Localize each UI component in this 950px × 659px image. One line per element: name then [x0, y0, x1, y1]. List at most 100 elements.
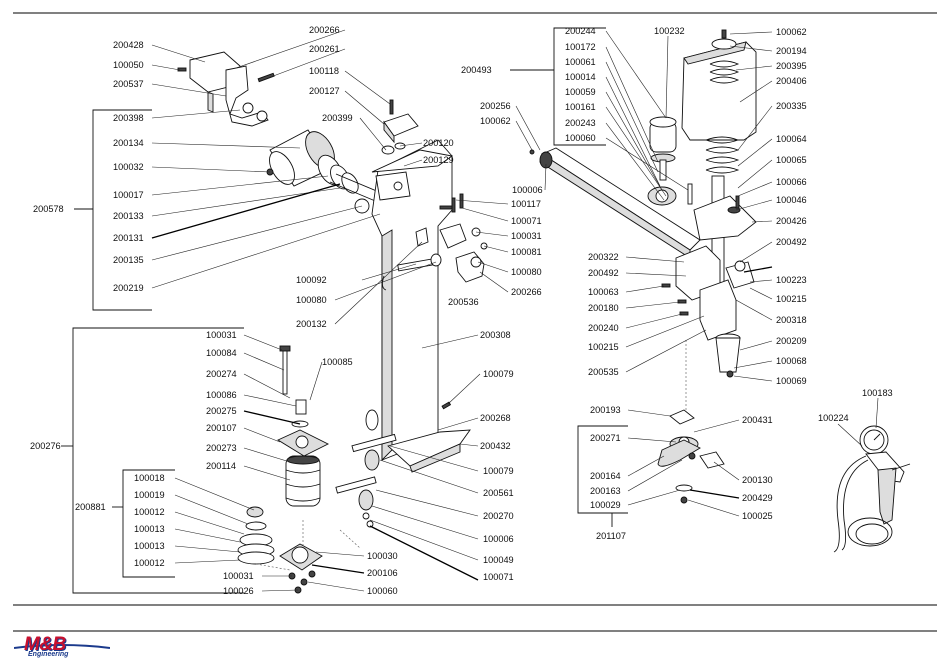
part-label: 200406 [776, 76, 807, 86]
part-label: 100018 [134, 473, 165, 483]
part-label: 200180 [588, 303, 619, 313]
part-label: 200318 [776, 315, 807, 325]
part-label: 100215 [776, 294, 807, 304]
part-label: 100060 [367, 586, 398, 596]
part-label: 200537 [113, 79, 144, 89]
part-label: 200308 [480, 330, 511, 340]
part-label: 100012 [134, 507, 165, 517]
part-label: 100019 [134, 490, 165, 500]
part-label: 100215 [588, 342, 619, 352]
part-label: 200133 [113, 211, 144, 221]
group-label: 201107 [596, 531, 626, 541]
part-label: 100059 [565, 87, 596, 97]
leader-lines [151, 29, 879, 592]
part-label: 200266 [309, 25, 340, 35]
part-label: 200536 [448, 297, 479, 307]
part-label: 100050 [113, 60, 144, 70]
part-label: 200131 [113, 233, 144, 243]
part-number-labels: 200266 200428 200261 100050 100118 20053… [30, 25, 893, 596]
part-label: 100031 [223, 571, 254, 581]
part-label: 100172 [565, 42, 596, 52]
part-label: 200106 [367, 568, 398, 578]
part-label: 200219 [113, 283, 144, 293]
right-assembly-drawing [529, 29, 757, 410]
part-label: 200432 [480, 441, 511, 451]
part-label: 100080 [296, 295, 327, 305]
part-label: 100223 [776, 275, 807, 285]
part-label: 100031 [206, 330, 237, 340]
part-label: 200134 [113, 138, 144, 148]
part-label: 100085 [322, 357, 353, 367]
part-label: 200274 [206, 369, 237, 379]
part-label: 100031 [511, 231, 542, 241]
part-label: 200127 [309, 86, 340, 96]
part-label: 200399 [322, 113, 353, 123]
part-label: 200271 [590, 433, 621, 443]
part-label: 200261 [309, 44, 340, 54]
part-label: 200130 [742, 475, 773, 485]
part-label: 100046 [776, 195, 807, 205]
part-label: 200209 [776, 336, 807, 346]
part-label: 100118 [309, 66, 339, 76]
part-label: 200194 [776, 46, 807, 56]
part-label: 200266 [511, 287, 542, 297]
part-label: 100079 [483, 369, 514, 379]
logo-subtitle: Engineering [28, 651, 69, 658]
group-label: 200276 [30, 441, 61, 451]
part-label: 100084 [206, 348, 237, 358]
part-label: 100071 [483, 572, 514, 582]
part-label: 100062 [776, 27, 807, 37]
part-label: 200164 [590, 471, 621, 481]
part-label: 200275 [206, 406, 237, 416]
part-label: 100012 [134, 558, 165, 568]
part-label: 100013 [134, 541, 165, 551]
part-label: 200428 [113, 40, 144, 50]
part-label: 100060 [565, 133, 596, 143]
part-label: 200240 [588, 323, 619, 333]
brand-logo: M&B Engineering [14, 634, 114, 658]
part-label: 200431 [742, 415, 773, 425]
part-label: 100086 [206, 390, 237, 400]
part-label: 100232 [654, 26, 685, 36]
part-label: 200129 [423, 155, 454, 165]
part-label: 200492 [588, 268, 619, 278]
part-label: 100161 [565, 102, 596, 112]
part-label: 200135 [113, 255, 144, 265]
part-label: 200114 [206, 461, 236, 471]
part-label: 100017 [113, 190, 144, 200]
tyre-inflator-drawing [833, 425, 911, 553]
part-label: 200395 [776, 61, 807, 71]
part-label: 200273 [206, 443, 237, 453]
left-lower-assembly-drawing [237, 345, 361, 594]
group-label: 200493 [461, 65, 492, 75]
part-label: 200120 [423, 138, 454, 148]
part-label: 100068 [776, 356, 807, 366]
part-label: 100071 [511, 216, 542, 226]
part-label: 200322 [588, 252, 619, 262]
part-label: 100014 [565, 72, 596, 82]
part-label: 200243 [565, 118, 596, 128]
part-label: 100029 [590, 500, 621, 510]
part-label: 200270 [483, 511, 514, 521]
part-label: 200535 [588, 367, 619, 377]
part-label: 200256 [480, 101, 511, 111]
logo-swoosh [14, 644, 110, 649]
part-label: 200429 [742, 493, 773, 503]
part-label: 200561 [483, 488, 514, 498]
logo-wordmark: M&B [24, 634, 66, 655]
group-brackets [61, 27, 628, 594]
part-label: 100032 [113, 162, 144, 172]
part-label: 100069 [776, 376, 807, 386]
part-label: 100049 [483, 555, 514, 565]
part-label: 100063 [588, 287, 619, 297]
part-label: 100006 [512, 185, 543, 195]
part-label: 200244 [565, 26, 596, 36]
left-assembly-drawing [177, 51, 488, 528]
part-label: 200426 [776, 216, 807, 226]
part-label: 200398 [113, 113, 144, 123]
part-label: 100080 [511, 267, 542, 277]
right-lower-assembly-drawing [657, 409, 725, 504]
part-label: 200335 [776, 101, 807, 111]
part-label: 100117 [511, 199, 541, 209]
